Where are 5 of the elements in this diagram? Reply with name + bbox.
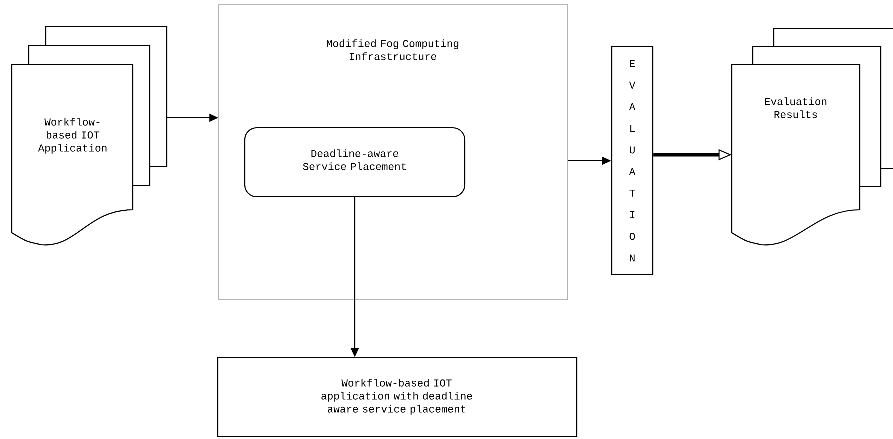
- document-stack: Workflow-based IOT Application: [11, 26, 168, 246]
- output-box: Workflow-based IOT application with deadline aware service placement: [217, 357, 578, 438]
- process-box: Deadline-aware Service Placement: [244, 127, 466, 198]
- document-stack: Evaluation Results: [731, 28, 893, 246]
- vertical-label-box: EVALUATION: [611, 46, 654, 276]
